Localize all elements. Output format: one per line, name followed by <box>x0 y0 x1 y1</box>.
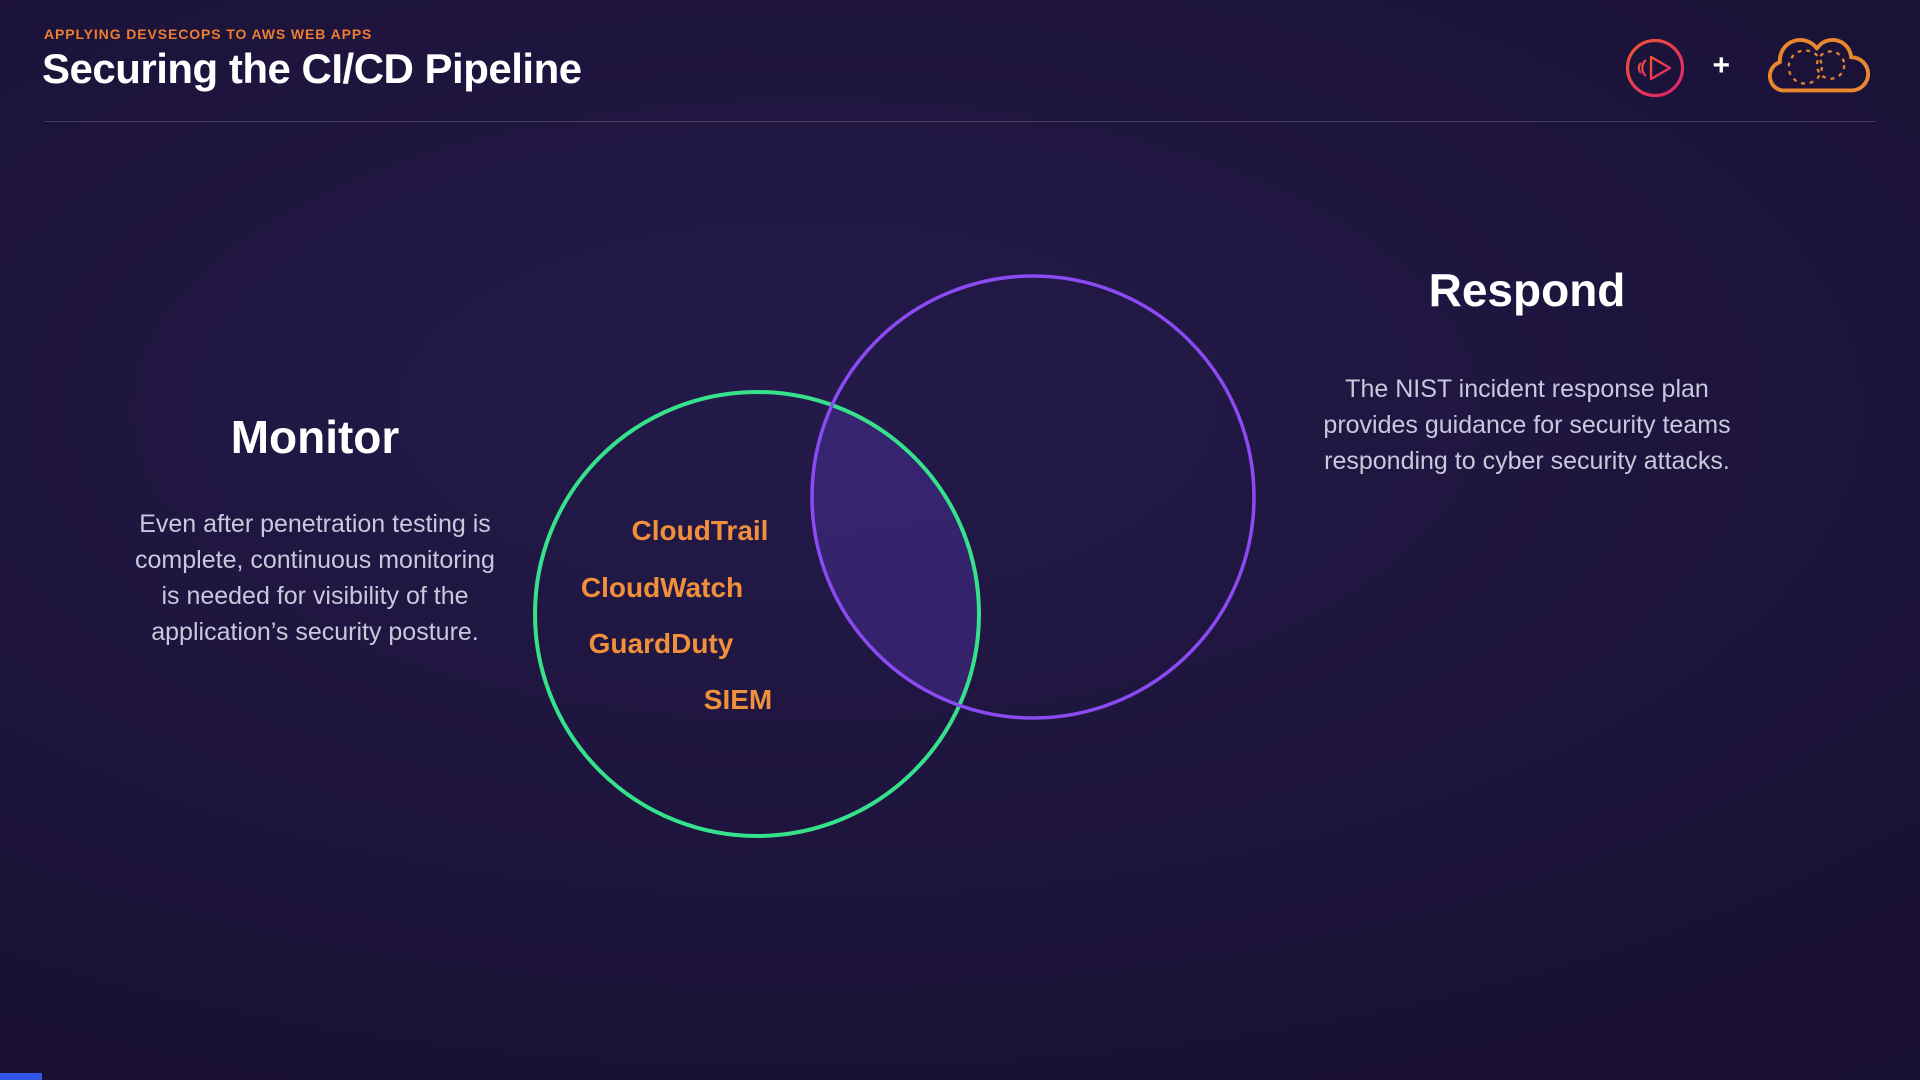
respond-body-text: The NIST incident response plan provides… <box>1323 375 1731 475</box>
venn-respond-circle <box>810 274 1256 720</box>
venn-item-guardduty: GuardDuty <box>588 628 734 659</box>
venn-item-cloudwatch: CloudWatch <box>580 572 744 603</box>
header-divider <box>44 121 1876 122</box>
venn-monitor-circle <box>533 390 981 838</box>
pluralsight-logo-icon <box>1626 38 1685 98</box>
respond-heading: Respond <box>1428 264 1626 316</box>
monitor-heading: Monitor <box>230 411 400 463</box>
brand-logos: + <box>1624 30 1874 106</box>
slide-title: Securing the CI/CD Pipeline <box>42 45 582 92</box>
slide-eyebrow: APPLYING DEVSECOPS TO AWS WEB APPS <box>44 26 373 42</box>
venn-item-siem: SIEM <box>703 684 773 715</box>
video-progress-bar[interactable] <box>0 1073 42 1080</box>
plus-separator: + <box>1712 49 1730 82</box>
venn-overlap-region <box>812 392 979 718</box>
monitor-body-text: Even after penetration testing is comple… <box>135 510 495 646</box>
venn-item-cloudtrail: CloudTrail <box>631 515 769 546</box>
aws-cloud-icon <box>1767 37 1871 93</box>
